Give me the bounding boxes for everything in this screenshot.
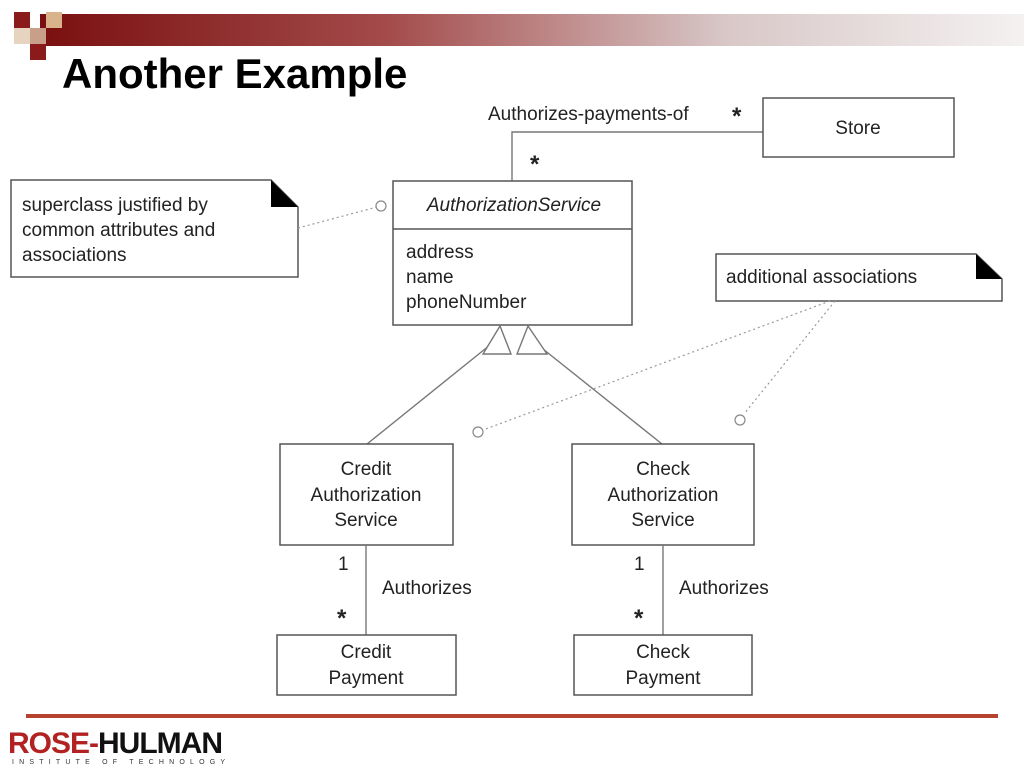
class-check-payment-label: Payment (626, 668, 702, 689)
class-check-authorization-service-label: Check (636, 459, 690, 480)
class-check-authorization-service (571, 443, 755, 546)
generalization-line-check (537, 344, 663, 445)
class-credit-payment (276, 634, 457, 696)
association-label-check-authorizes: Authorizes (679, 578, 769, 599)
class-credit-authorization-service-label: Authorization (311, 485, 422, 506)
class-check-payment-label: Check (636, 642, 690, 663)
class-authorization-service (392, 180, 633, 326)
logo-subtitle: INSTITUTE OF TECHNOLOGY (12, 759, 231, 766)
note-additional-associations (715, 253, 1003, 302)
header-square (14, 28, 30, 44)
logo-hulman: HULMAN (98, 727, 223, 760)
note-anchor (375, 200, 387, 212)
attribute-phone-number: phoneNumber (406, 292, 527, 313)
class-check-payment (573, 634, 753, 696)
note-anchor (472, 426, 484, 438)
class-credit-authorization-service-label: Service (334, 510, 397, 531)
attribute-name: name (406, 267, 454, 288)
class-check-authorization-service-label: Authorization (608, 485, 719, 506)
multiplicity-service: * (530, 151, 540, 178)
generalization-line-credit (366, 344, 491, 445)
header-square (46, 12, 62, 28)
multiplicity-check-one: 1 (634, 554, 645, 575)
class-authorization-service-name: AuthorizationService (426, 195, 601, 216)
note-superclass-line: associations (22, 245, 127, 266)
note-link-check (743, 300, 836, 415)
association-line-store (511, 131, 763, 181)
multiplicity-store: * (732, 103, 742, 130)
note-additional-associations-label: additional associations (726, 267, 917, 288)
header-square (30, 28, 46, 44)
footer-rule (26, 714, 998, 718)
generalization-arrowhead (515, 324, 549, 355)
class-credit-payment-label: Credit (341, 642, 392, 663)
multiplicity-credit-one: 1 (338, 554, 349, 575)
attribute-address: address (406, 242, 474, 263)
slide-title: Another Example (62, 50, 408, 97)
note-link-credit (482, 300, 831, 431)
class-store (762, 97, 955, 158)
class-store-label: Store (835, 118, 880, 139)
header-square (14, 12, 30, 28)
note-superclass-line: common attributes and (22, 220, 215, 241)
multiplicity-check-many: * (634, 605, 644, 632)
class-credit-payment-label: Payment (329, 668, 405, 689)
note-anchor (734, 414, 746, 426)
logo-wordmark: ROSE-HULMAN (8, 727, 230, 760)
logo-rose: ROSE- (8, 727, 99, 760)
note-fold-icon (976, 254, 1002, 279)
association-label-credit-authorizes: Authorizes (382, 578, 472, 599)
generalization-arrowhead (481, 324, 513, 355)
association-label-authorizes-payments-of: Authorizes-payments-of (488, 104, 689, 125)
header-bar (40, 14, 1024, 46)
note-superclass (10, 179, 299, 278)
class-credit-authorization-service-label: Credit (341, 459, 392, 480)
class-check-authorization-service-label: Service (631, 510, 694, 531)
class-credit-authorization-service (279, 443, 454, 546)
multiplicity-credit-many: * (337, 605, 347, 632)
header-square (30, 44, 46, 60)
note-fold-icon (271, 180, 298, 207)
rose-hulman-logo: ROSE-HULMAN INSTITUTE OF TECHNOLOGY (8, 727, 231, 767)
note-superclass-line: superclass justified by (22, 195, 208, 216)
note-link-superclass (297, 206, 378, 229)
